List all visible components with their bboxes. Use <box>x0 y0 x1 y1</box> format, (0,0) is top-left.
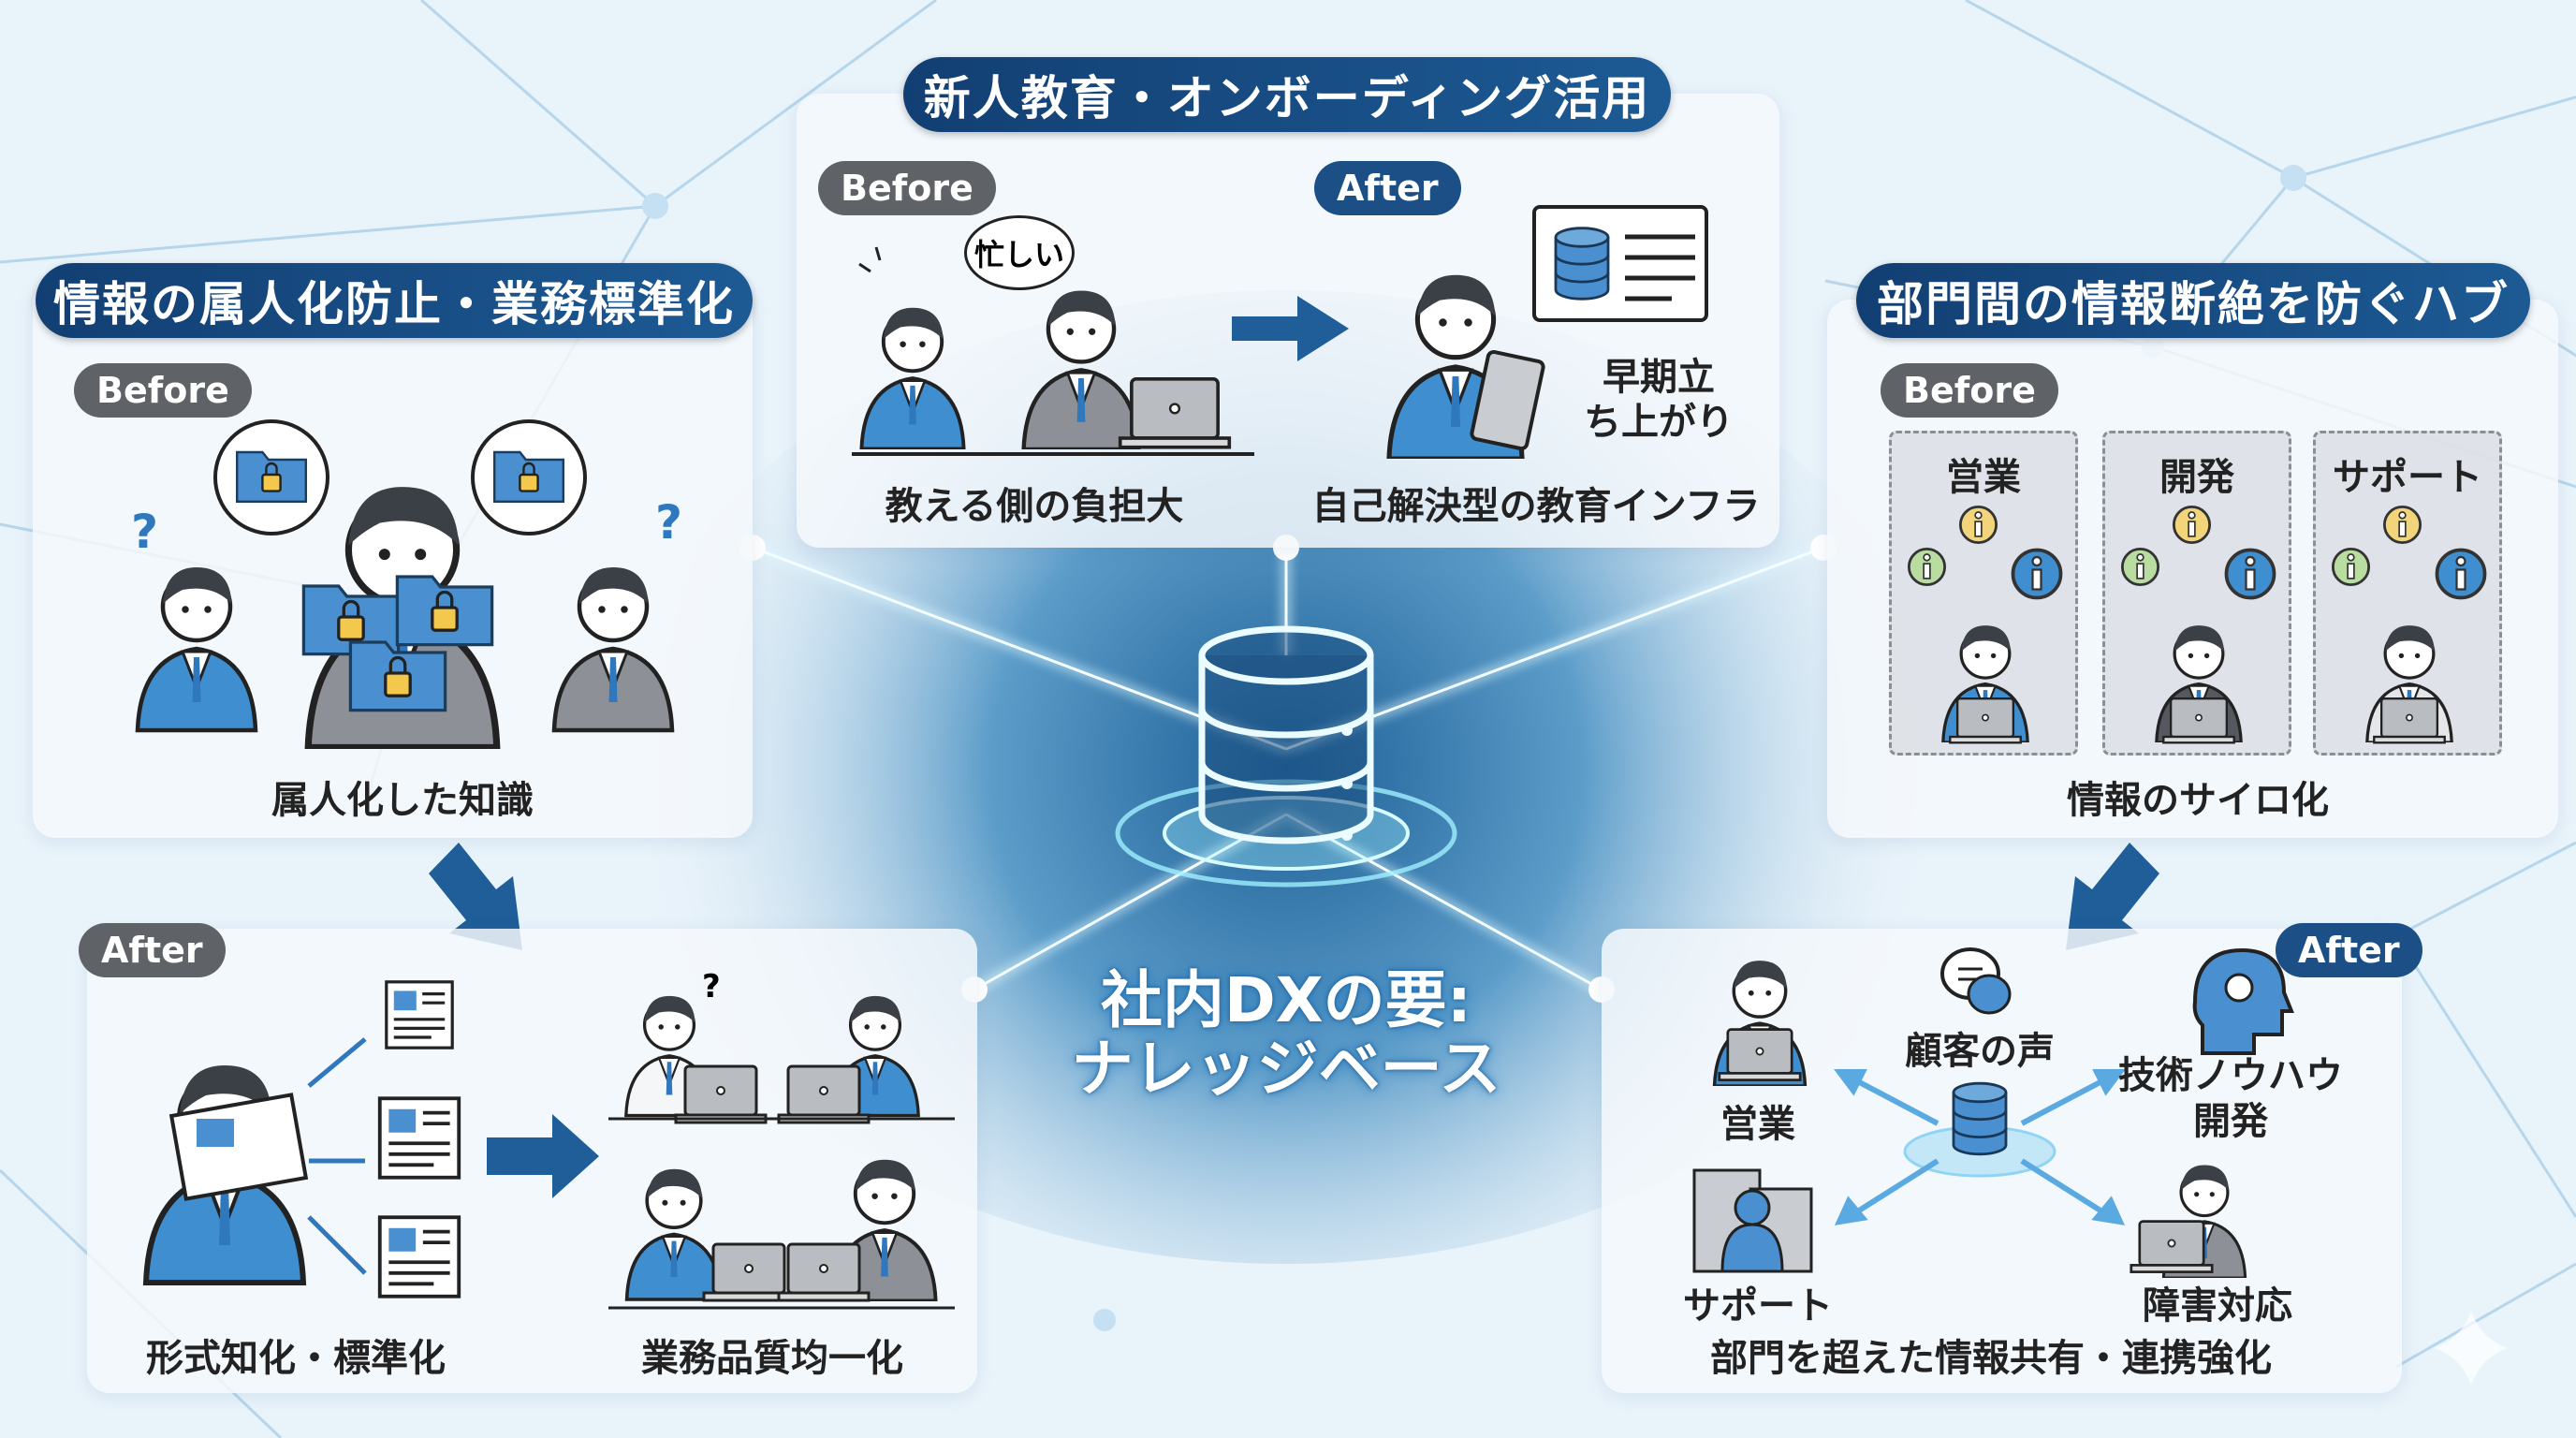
hub-node-customer-voice: 顧客の声 <box>1905 1030 2055 1073</box>
hub-after-badge: After <box>2276 923 2422 977</box>
onboarding-title: 新人教育・オンボーディング活用 <box>903 57 1671 132</box>
support-building-icon <box>1692 1168 1813 1273</box>
silo-illustration <box>2331 505 2487 744</box>
svg-text:?: ? <box>655 495 682 550</box>
standardization-before-caption: 属人化した知識 <box>271 779 534 822</box>
hub-node-dev: 開発 <box>2193 1100 2268 1143</box>
standardization-after-caption-left: 形式知化・標準化 <box>146 1337 446 1380</box>
standardization-after-caption-right: 業務品質均一化 <box>641 1337 903 1380</box>
down-arrow-icon <box>2066 843 2159 950</box>
silo-label: 開発 <box>2159 456 2234 499</box>
silo-illustration <box>2120 505 2276 744</box>
customer-voice-icon <box>1940 947 2012 1015</box>
speech-bubble: 忙しい <box>964 215 1075 290</box>
onboarding-after-caption: 自己解決型の教育インフラ <box>1311 485 1761 528</box>
silo-label: サポート <box>2333 456 2482 499</box>
database-icon <box>1115 625 1457 888</box>
siloed-knowledge-illustration: ? ? <box>131 419 682 754</box>
silo-sales: 営業 <box>1889 431 2078 756</box>
standardization-after-badge: After <box>79 923 226 977</box>
silo-illustration <box>1907 505 2063 744</box>
silo-support: サポート <box>2313 431 2502 756</box>
early-ramp-up-line2: ち上がり <box>1584 401 1734 444</box>
down-arrow-icon <box>429 843 522 950</box>
early-ramp-up-line1: 早期立 <box>1603 356 1715 399</box>
database-icon <box>1554 227 1610 301</box>
hub-title: 部門間の情報断絶を防ぐハブ <box>1856 263 2530 338</box>
hub-node-support: サポート <box>1683 1284 1833 1328</box>
standardization-before-badge: Before <box>74 363 252 418</box>
onboarding-before-caption: 教える側の負担大 <box>885 485 1184 528</box>
svg-text:?: ? <box>131 505 158 559</box>
tablet-learner-illustration <box>1376 234 1545 459</box>
hub-before-badge: Before <box>1881 363 2058 418</box>
standardization-title: 情報の属人化防止・業務標準化 <box>36 263 753 338</box>
svg-text:?: ? <box>702 968 721 1005</box>
brain-gear-icon <box>2192 947 2294 1055</box>
documentation-illustration <box>122 979 599 1311</box>
onboarding-before-badge: Before <box>818 161 996 215</box>
center-title-line2: ナレッジベース <box>1071 1033 1501 1105</box>
silo-label: 営業 <box>1946 456 2021 499</box>
team-working-illustration: ? <box>608 968 955 1310</box>
busy-trainer-illustration <box>852 246 1254 456</box>
knowledge-bubble <box>1532 205 1708 322</box>
hub-before-caption: 情報のサイロ化 <box>2067 779 2329 822</box>
center-title-line1: 社内DXの要: <box>1100 964 1472 1036</box>
hub-node-sales: 営業 <box>1720 1103 1795 1146</box>
hub-after-caption: 部門を超えた情報共有・連携強化 <box>1710 1337 2272 1380</box>
text-lines-icon <box>1625 234 1695 301</box>
right-arrow-icon <box>1232 296 1349 361</box>
hub-node-knowhow: 技術ノウハウ <box>2118 1054 2343 1097</box>
hub-network-illustration <box>1692 947 2294 1278</box>
silo-dev: 開発 <box>2102 431 2291 756</box>
hub-node-incident: 障害対応 <box>2143 1284 2292 1328</box>
onboarding-after-badge: After <box>1314 161 1461 215</box>
